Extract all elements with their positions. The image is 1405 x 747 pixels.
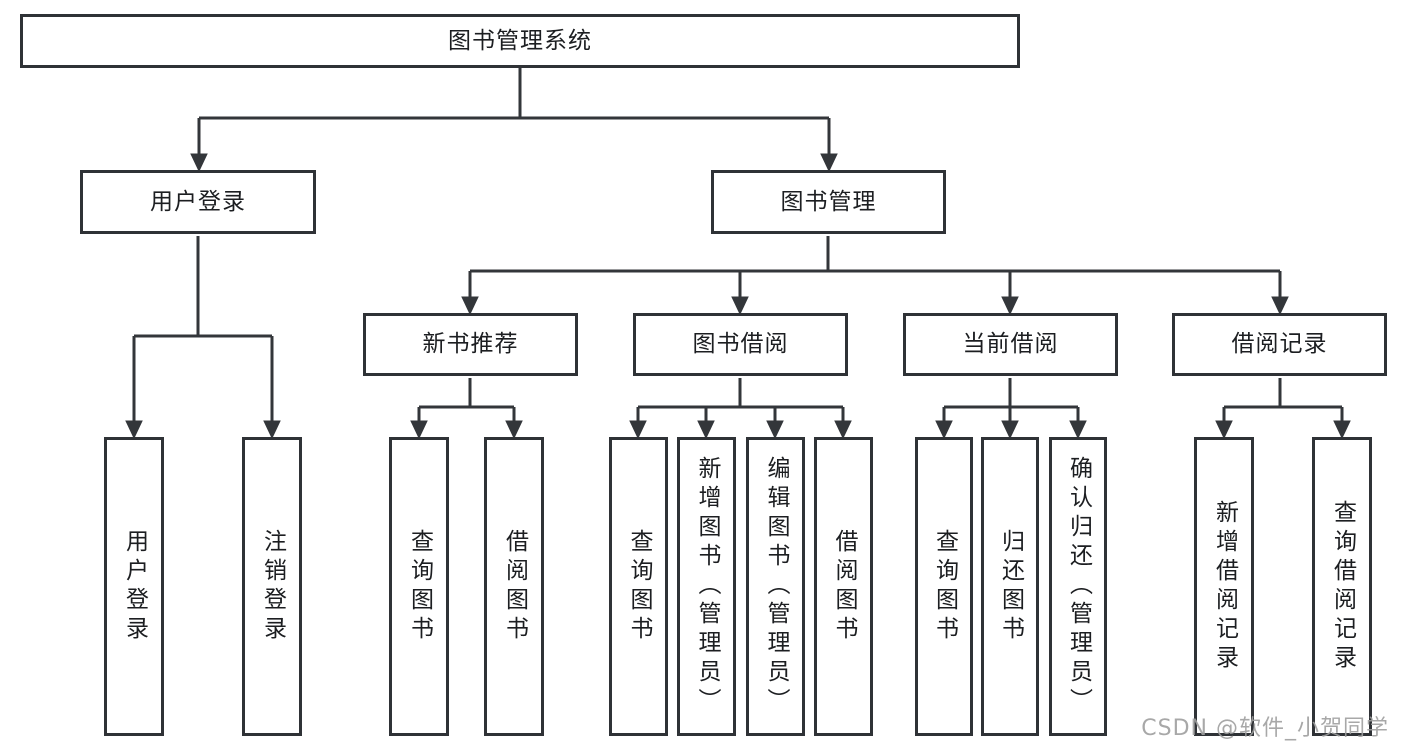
- node-new-book-recommend: 新书推荐: [363, 313, 578, 376]
- arrowhead: [410, 420, 428, 440]
- arrowhead: [820, 153, 838, 173]
- leaf-query-books-borrow: 查询图书: [609, 437, 668, 736]
- leaf-add-books-admin: 新增图书（管理员）: [677, 437, 736, 736]
- arrowhead: [505, 420, 523, 440]
- arrowhead: [125, 420, 143, 440]
- arrowhead: [461, 296, 479, 316]
- arrowhead: [834, 420, 852, 440]
- connector-current-borrow-split: [942, 378, 1080, 422]
- node-current-borrow: 当前借阅: [903, 313, 1118, 376]
- node-user-login: 用户登录: [80, 170, 316, 234]
- leaf-return-books: 归还图书: [981, 437, 1039, 736]
- leaf-logout: 注销登录: [242, 437, 302, 736]
- connector-new-books-split: [417, 378, 516, 422]
- arrowhead: [697, 420, 715, 440]
- connector-root-split: [197, 68, 831, 155]
- arrowhead: [1215, 420, 1233, 440]
- connector-book-mgmt-split: [468, 236, 1282, 298]
- arrowhead: [935, 420, 953, 440]
- leaf-borrow-books: 借阅图书: [814, 437, 873, 736]
- arrowhead: [766, 420, 784, 440]
- node-root-system: 图书管理系统: [20, 14, 1020, 68]
- node-borrow-records: 借阅记录: [1172, 313, 1387, 376]
- node-book-management: 图书管理: [711, 170, 946, 234]
- leaf-query-borrow-record: 查询借阅记录: [1312, 437, 1372, 736]
- arrowhead: [1001, 296, 1019, 316]
- leaf-add-borrow-record: 新增借阅记录: [1194, 437, 1254, 736]
- connector-user-login-split: [132, 236, 274, 422]
- leaf-query-books-recommend: 查询图书: [389, 437, 449, 736]
- leaf-query-books-current: 查询图书: [915, 437, 973, 736]
- arrowhead: [1271, 296, 1289, 316]
- connector-borrow-records-split: [1222, 378, 1344, 422]
- leaf-edit-books-admin: 编辑图书（管理员）: [746, 437, 805, 736]
- leaf-confirm-return-admin: 确认归还（管理员）: [1049, 437, 1107, 736]
- node-book-borrow: 图书借阅: [633, 313, 848, 376]
- arrowhead: [190, 153, 208, 173]
- arrowhead: [1333, 420, 1351, 440]
- leaf-borrow-books-recommend: 借阅图书: [484, 437, 544, 736]
- arrowhead: [629, 420, 647, 440]
- leaf-user-login: 用户登录: [104, 437, 164, 736]
- arrowhead: [1069, 420, 1087, 440]
- csdn-watermark: CSDN @软件_小贺同学: [1141, 716, 1389, 741]
- arrowhead: [1001, 420, 1019, 440]
- connector-book-borrow-split: [636, 378, 845, 422]
- arrowhead: [731, 296, 749, 316]
- arrowhead: [263, 420, 281, 440]
